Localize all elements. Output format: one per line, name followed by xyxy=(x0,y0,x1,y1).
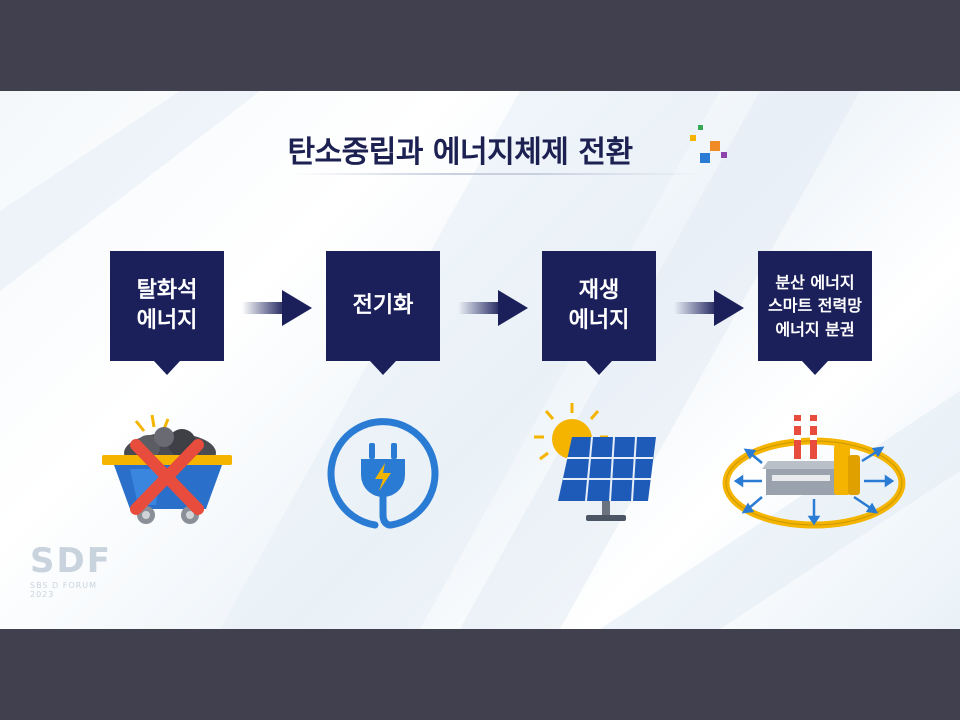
slide: 탄소중립과 에너지체제 전환 탈화석 에너지 전기화 재생 에너지 분산 에너지… xyxy=(0,91,960,629)
solar-panel-icon xyxy=(530,399,665,534)
step-box-renewable: 재생 에너지 xyxy=(542,251,656,361)
logo-year: 2023 xyxy=(30,590,112,599)
factory-grid-ring-icon xyxy=(722,411,907,531)
arrow-right-icon xyxy=(242,288,314,328)
logo-wordmark: SDF xyxy=(30,541,112,581)
step-box-distributed: 분산 에너지 스마트 전력망 에너지 분권 xyxy=(758,251,872,361)
step-box-fossil: 탈화석 에너지 xyxy=(110,251,224,361)
arrow-right-icon xyxy=(674,288,746,328)
coal-cart-crossed-icon xyxy=(100,409,235,539)
electric-plug-icon xyxy=(325,417,441,533)
arrow-right-icon xyxy=(458,288,530,328)
sdf-forum-logo: SDF SBS D FORUM 2023 xyxy=(30,541,112,599)
step-box-electrification: 전기화 xyxy=(326,251,440,361)
logo-subtitle: SBS D FORUM xyxy=(30,581,112,590)
slide-title: 탄소중립과 에너지체제 전환 xyxy=(230,127,690,171)
pixel-decoration-icon xyxy=(688,125,732,165)
title-underline xyxy=(290,173,700,175)
